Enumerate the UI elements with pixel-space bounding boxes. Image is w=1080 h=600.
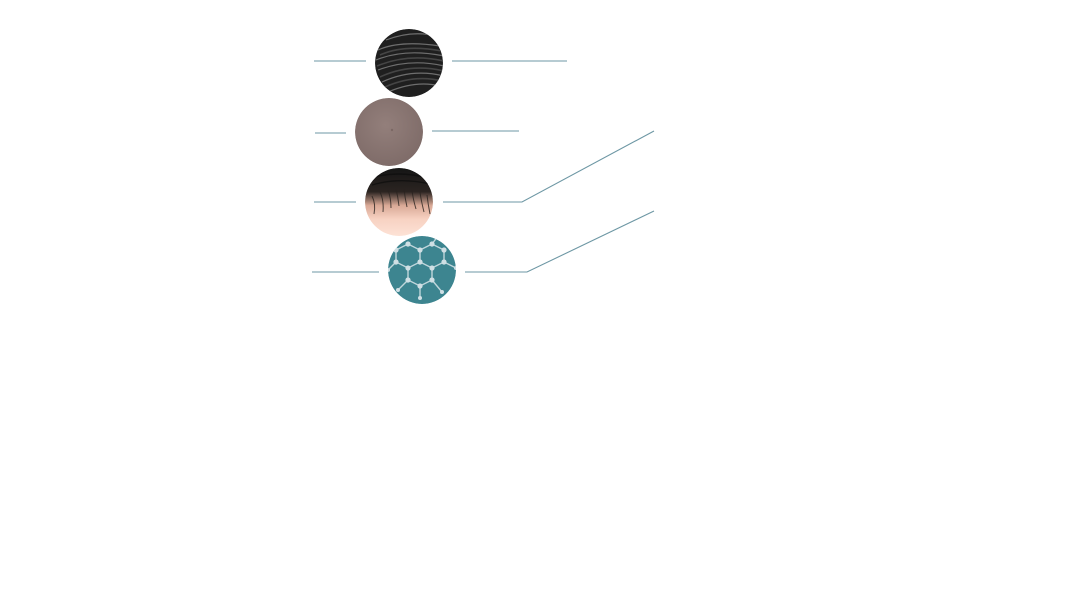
molecular-structure-icon [388,236,456,304]
mauve-skin-swatch-icon [355,98,423,166]
leader-line-right-4 [465,210,655,273]
leader-line-right-3 [443,130,655,203]
dark-hair-strands-icon [375,29,443,97]
hairline-on-skin-icon [365,168,433,236]
leader-lines [312,60,655,273]
